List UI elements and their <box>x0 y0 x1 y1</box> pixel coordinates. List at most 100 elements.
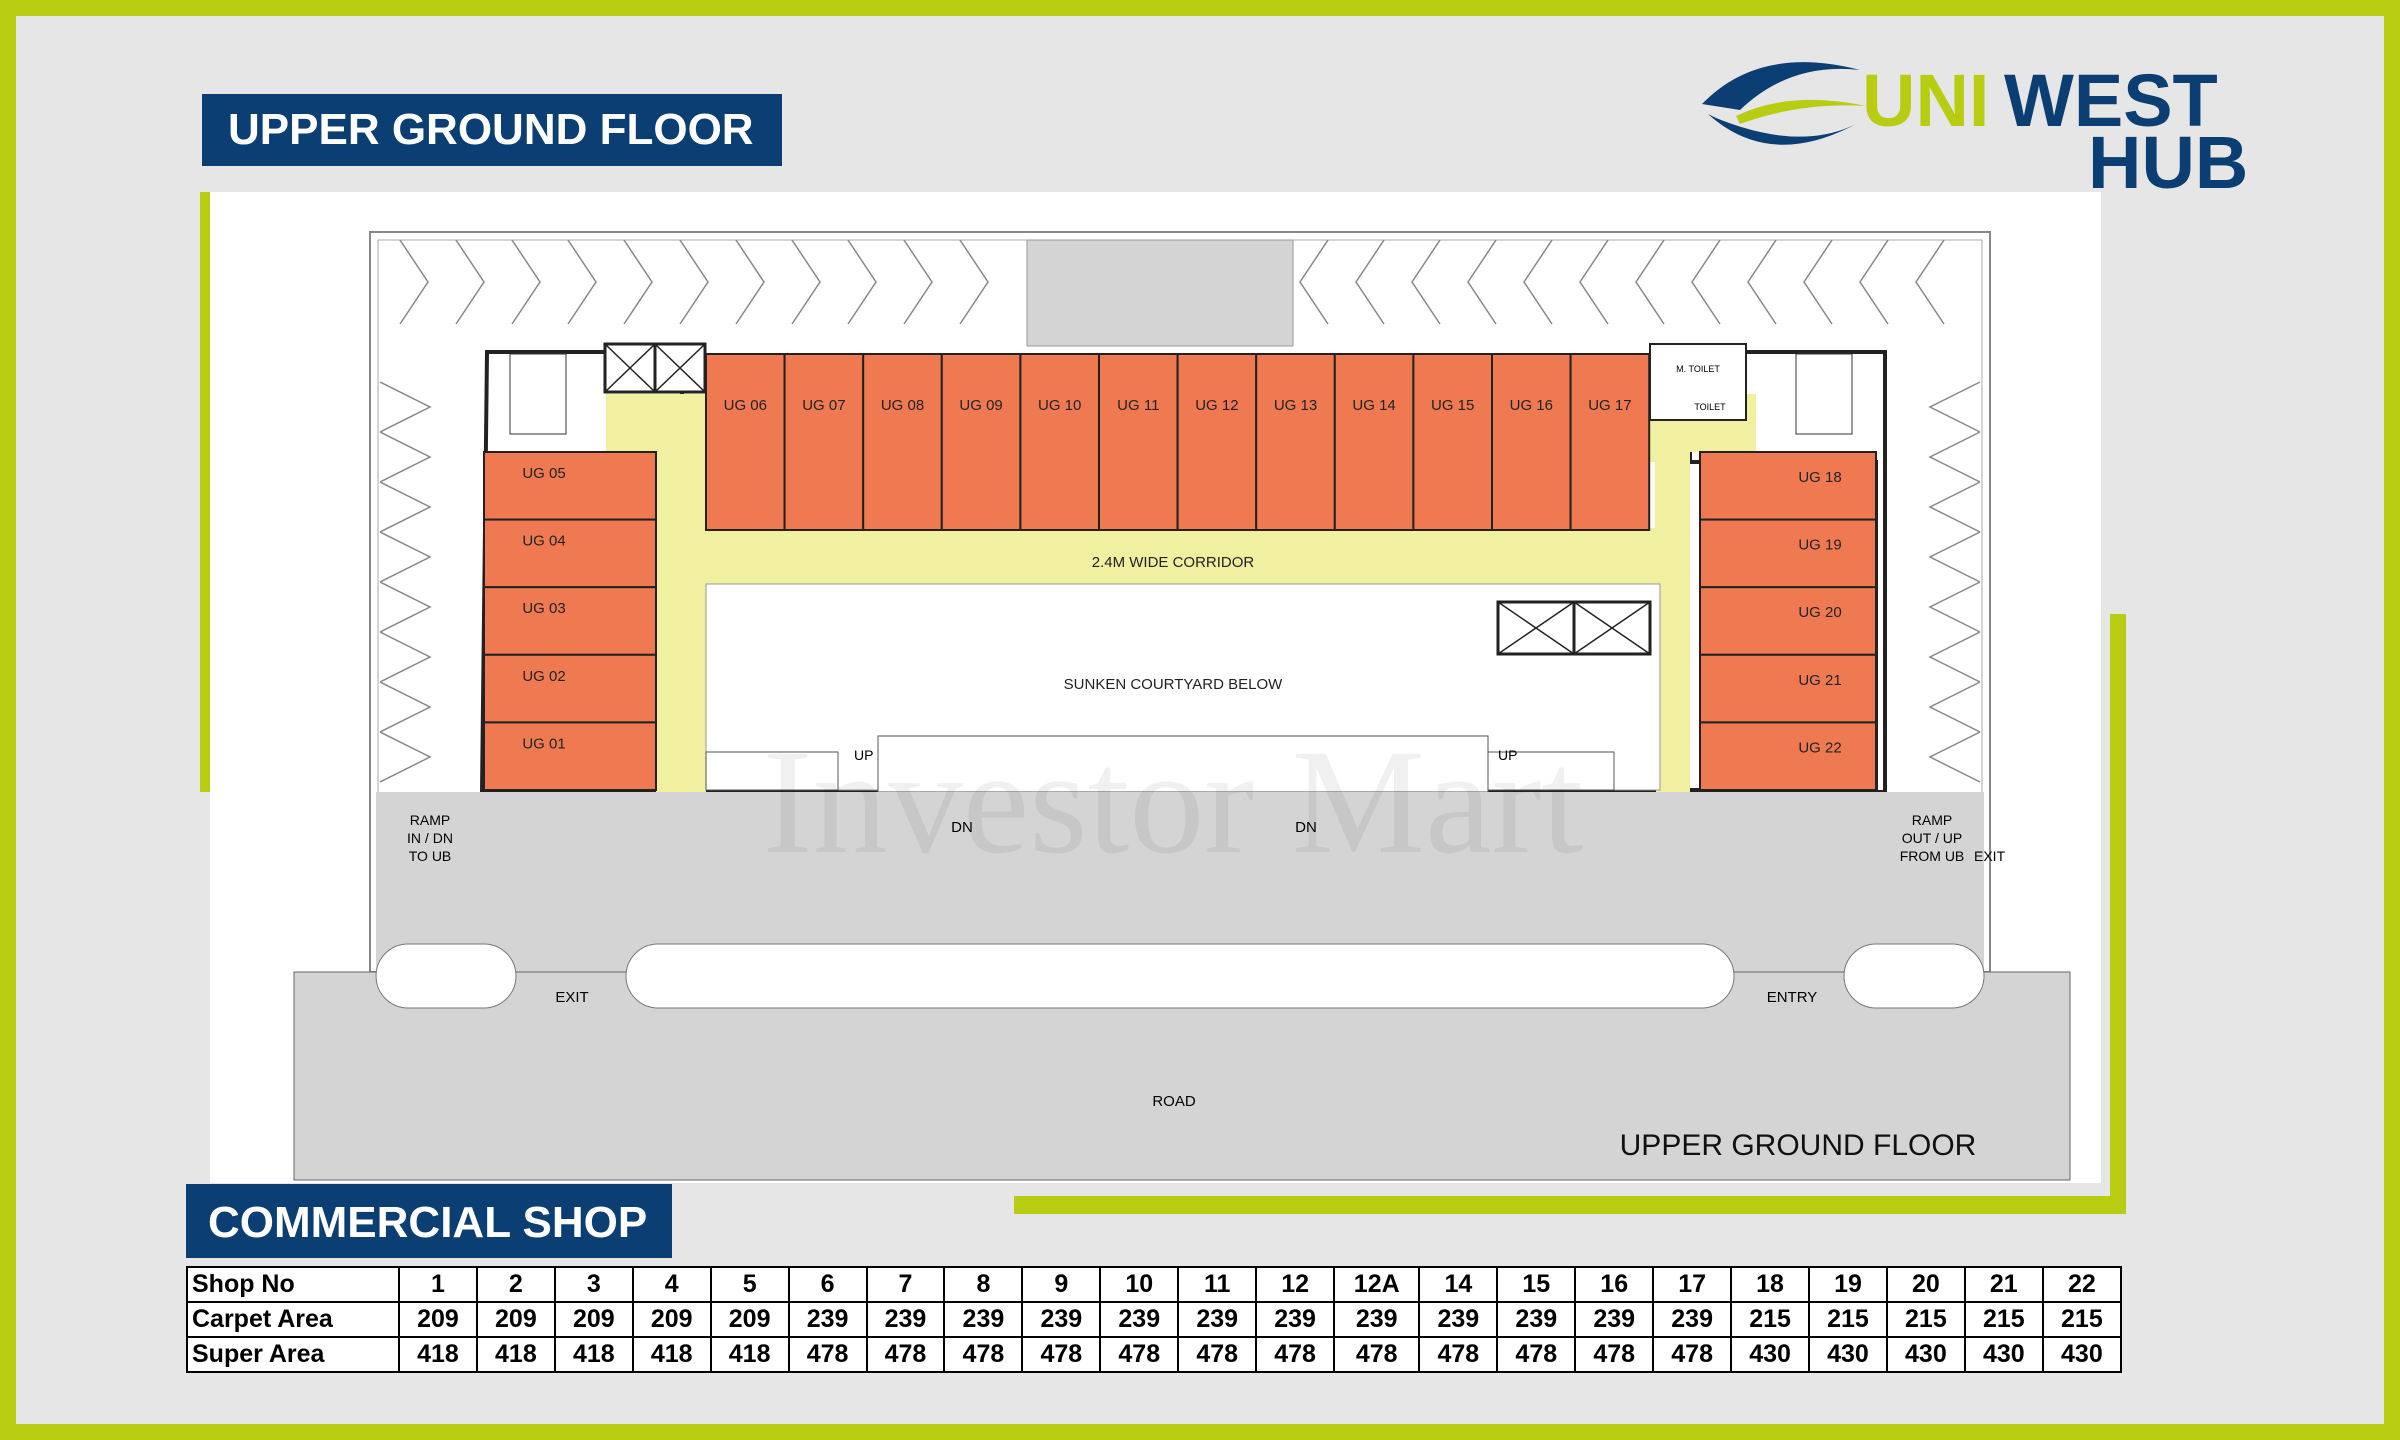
parking-bays <box>379 239 1981 783</box>
shop-unit <box>1491 353 1572 531</box>
parking-bay-line <box>791 239 821 325</box>
table-cell: 4 <box>631 1266 712 1303</box>
steps-left <box>705 751 839 791</box>
table-cell: 22 <box>2041 1266 2123 1303</box>
road-label: ROAD <box>1152 1093 1196 1110</box>
parking-bay-line <box>1299 239 1329 325</box>
shop-label: UG 09 <box>959 397 1002 414</box>
table-cell: 239 <box>1177 1301 1258 1338</box>
parking-bay-line <box>399 239 429 325</box>
table-cell: 215 <box>2041 1301 2123 1338</box>
shop-label: UG 03 <box>522 600 565 617</box>
shop-unit <box>1699 518 1877 589</box>
table-cell: 239 <box>1418 1301 1499 1338</box>
table-cell: 5 <box>709 1266 790 1303</box>
table-cell: 12 <box>1255 1266 1336 1303</box>
parking-bay-line <box>1355 239 1385 325</box>
page-title: UPPER GROUND FLOOR <box>202 94 782 166</box>
shop-label: UG 13 <box>1274 397 1317 414</box>
parking-bay-line <box>1411 239 1441 325</box>
parking-bay-line <box>379 481 432 533</box>
parking-bay-line <box>903 239 933 325</box>
floor-plan-label: UPPER GROUND FLOOR <box>1620 1129 1977 1162</box>
watermark: Investor Mart <box>763 719 1584 885</box>
shop-unit <box>1569 353 1651 531</box>
parking-bay-line <box>959 239 989 325</box>
shop-unit <box>483 451 657 521</box>
parking-bay-line <box>1747 239 1777 325</box>
island-center <box>625 943 1735 1009</box>
table-cell: 239 <box>1021 1301 1102 1338</box>
ramp-right-line-3: FROM UB <box>1900 848 1965 864</box>
logo-uni: UNI <box>1862 59 1989 142</box>
logo-hub: HUB <box>2088 121 2248 200</box>
table-cell: 478 <box>1574 1336 1655 1373</box>
ramp-left-line-2: IN / DN <box>407 830 453 846</box>
table-cell: 21 <box>1963 1266 2044 1303</box>
shop-unit <box>1412 353 1494 531</box>
shop-unit <box>705 353 786 531</box>
island-right <box>1843 943 1985 1009</box>
table-cell: 239 <box>1255 1301 1336 1338</box>
entry-label: ENTRY <box>1767 989 1818 1006</box>
parking-bay-line <box>623 239 653 325</box>
logo-swoosh-top <box>1702 62 1860 110</box>
table-cell: 20 <box>1885 1266 1966 1303</box>
shop-label: UG 04 <box>522 533 565 550</box>
parking-bay-line <box>567 239 597 325</box>
lift-cross-1 <box>604 343 706 393</box>
shop-unit <box>483 518 657 589</box>
table-cell: 3 <box>553 1266 634 1303</box>
ramp-right-exit-label: EXIT <box>1974 848 2006 864</box>
table-cell: 478 <box>943 1336 1024 1373</box>
parking-bay-line <box>847 239 877 325</box>
table-cell: 2 <box>475 1266 556 1303</box>
table-cell: 18 <box>1730 1266 1811 1303</box>
parking-bay-line <box>1928 581 1981 633</box>
shop-unit <box>483 653 657 724</box>
table-cell: 209 <box>398 1301 478 1338</box>
table-cell: 17 <box>1652 1266 1733 1303</box>
shop-unit <box>783 353 865 531</box>
courtyard-label: SUNKEN COURTYARD BELOW <box>1064 676 1283 693</box>
service-block <box>1026 239 1294 347</box>
corridor-band <box>706 528 1660 586</box>
lift-cross-2 <box>1497 601 1651 655</box>
shop-label: UG 18 <box>1798 469 1841 486</box>
parking-bay-line <box>1467 239 1497 325</box>
shop-unit <box>862 353 943 531</box>
parking-bay-line <box>1928 381 1981 433</box>
table-cell: 478 <box>1177 1336 1258 1373</box>
shop-unit <box>1699 721 1877 792</box>
table-cell: 478 <box>1099 1336 1180 1373</box>
parking-bay-line <box>379 431 432 483</box>
table-cell: 1 <box>398 1266 478 1303</box>
shop-unit <box>1333 353 1415 531</box>
table-cell: 12A <box>1333 1266 1421 1303</box>
shop-unit <box>483 586 657 656</box>
table-cell: 478 <box>865 1336 946 1373</box>
parking-bay-line <box>1928 481 1981 533</box>
table-cell: 478 <box>1496 1336 1577 1373</box>
table-cell: 478 <box>1021 1336 1102 1373</box>
shop-label: UG 06 <box>724 397 767 414</box>
table-cell: 418 <box>475 1336 556 1373</box>
table-cell: 6 <box>787 1266 868 1303</box>
corridor-label: 2.4M WIDE CORRIDOR <box>1092 554 1255 571</box>
table-cell: 239 <box>787 1301 868 1338</box>
shop-unit <box>1699 451 1877 521</box>
uniwest-hub-logo: UNI WEST HUB <box>1702 59 2248 200</box>
parking-bay-line <box>379 381 432 433</box>
up-left-label: UP <box>854 747 873 763</box>
corridor-right <box>1656 452 1690 792</box>
parking-bay-line <box>1579 239 1609 325</box>
table-cell: 8 <box>943 1266 1024 1303</box>
logo-swoosh-bottom <box>1708 114 1856 145</box>
parking-bay-line <box>1691 239 1721 325</box>
